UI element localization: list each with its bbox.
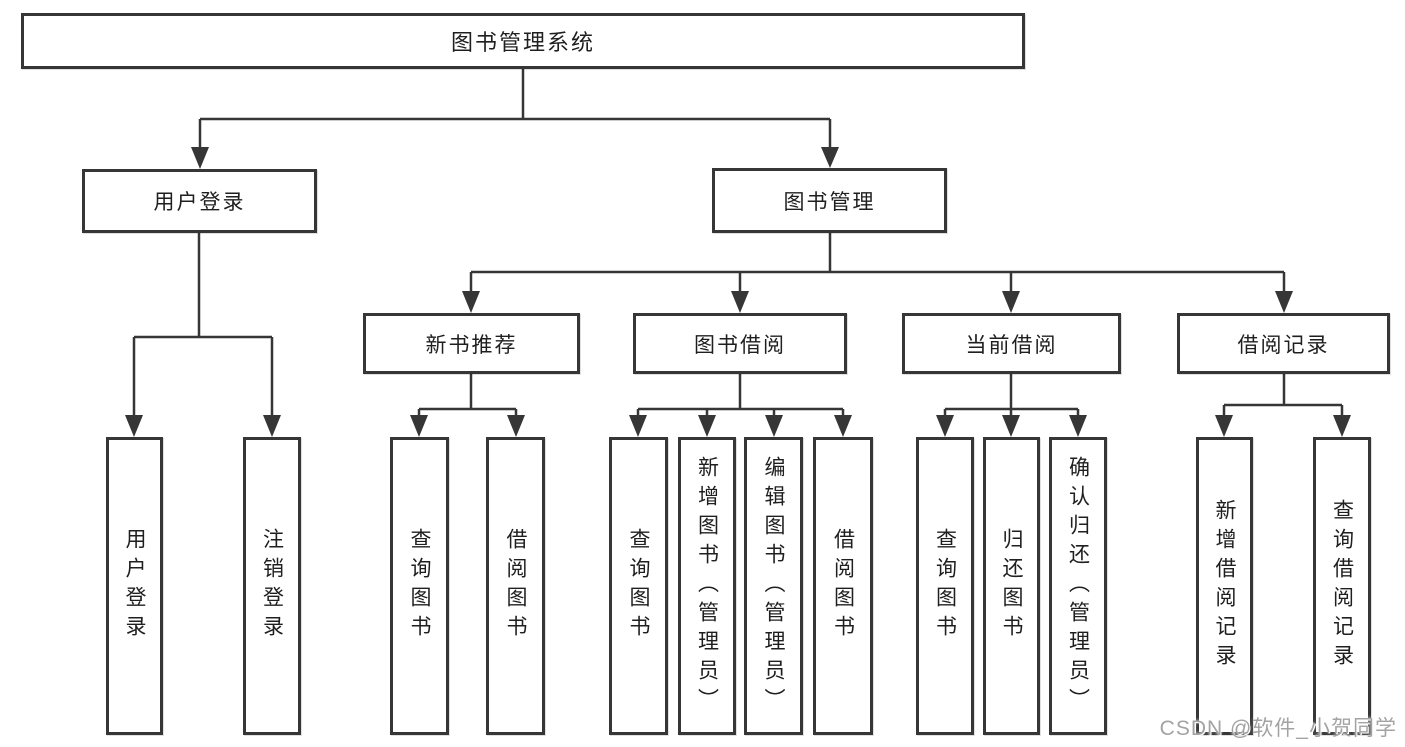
leaf-confirm-return-admin-label: 确认归还（管理员） <box>1066 455 1090 717</box>
node-current-borrowing-label: 当前借阅 <box>965 333 1058 357</box>
node-user-login-label: 用户登录 <box>153 191 246 214</box>
watermark: CSDN @软件_小贺同学 <box>1159 717 1397 740</box>
node-current-borrowing: 当前借阅 <box>902 313 1121 374</box>
leaf-query-books-3: 查询图书 <box>916 437 974 735</box>
node-borrowing-records: 借阅记录 <box>1177 313 1390 374</box>
leaf-add-borrow-record-label: 新增借阅记录 <box>1213 499 1236 673</box>
leaf-query-books-2: 查询图书 <box>609 437 668 735</box>
leaf-edit-book-admin-label: 编辑图书（管理员） <box>762 455 785 717</box>
leaf-edit-book-admin: 编辑图书（管理员） <box>744 437 803 735</box>
leaf-user-login-label: 用户登录 <box>123 528 146 644</box>
leaf-logout: 注销登录 <box>243 437 301 735</box>
leaf-logout-label: 注销登录 <box>260 528 284 644</box>
node-book-borrowing: 图书借阅 <box>633 313 847 374</box>
leaf-return-books: 归还图书 <box>983 437 1040 735</box>
leaf-borrow-books-2-label: 借阅图书 <box>831 528 855 644</box>
leaf-return-books-label: 归还图书 <box>1000 528 1023 644</box>
node-new-book-recommend: 新书推荐 <box>363 313 580 374</box>
leaf-query-books-1: 查询图书 <box>390 437 449 735</box>
leaf-add-book-admin-label: 新增图书（管理员） <box>695 455 719 717</box>
node-book-management: 图书管理 <box>712 168 947 233</box>
leaf-borrow-books-1-label: 借阅图书 <box>504 528 527 644</box>
node-root: 图书管理系统 <box>21 13 1025 69</box>
leaf-user-login: 用户登录 <box>106 437 163 735</box>
leaf-confirm-return-admin: 确认归还（管理员） <box>1049 437 1107 735</box>
leaf-query-books-1-label: 查询图书 <box>408 528 431 644</box>
leaf-query-books-3-label: 查询图书 <box>933 528 957 644</box>
node-borrowing-records-label: 借阅记录 <box>1237 333 1330 357</box>
node-root-label: 图书管理系统 <box>450 30 595 55</box>
leaf-query-borrow-record-label: 查询借阅记录 <box>1330 499 1354 673</box>
node-new-book-recommend-label: 新书推荐 <box>425 333 518 357</box>
leaf-add-book-admin: 新增图书（管理员） <box>678 437 736 735</box>
leaf-borrow-books-1: 借阅图书 <box>486 437 545 735</box>
leaf-query-borrow-record: 查询借阅记录 <box>1313 437 1371 735</box>
leaf-borrow-books-2: 借阅图书 <box>813 437 873 735</box>
leaf-add-borrow-record: 新增借阅记录 <box>1196 437 1253 735</box>
leaf-query-books-2-label: 查询图书 <box>627 528 650 644</box>
node-user-login: 用户登录 <box>82 169 317 233</box>
node-book-borrowing-label: 图书借阅 <box>694 333 786 357</box>
node-book-management-label: 图书管理 <box>783 190 876 214</box>
